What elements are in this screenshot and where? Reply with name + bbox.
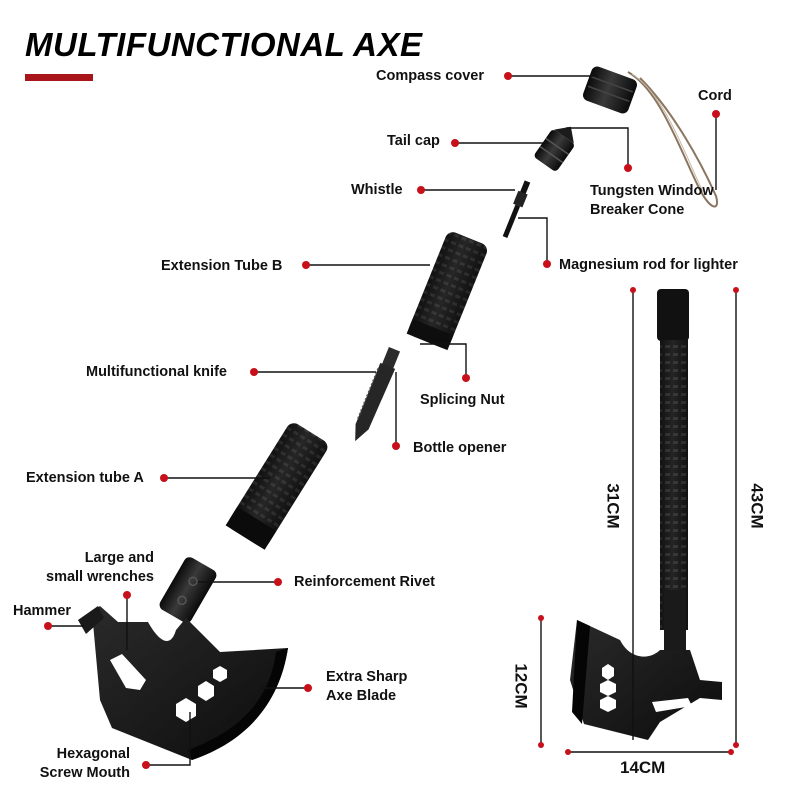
compass-cover-part	[582, 66, 638, 114]
label-bottle-opener: Bottle opener	[413, 440, 507, 456]
assembled-axe	[570, 289, 722, 740]
label-cord: Cord	[698, 88, 732, 104]
label-hammer: Hammer	[13, 603, 72, 619]
exploded-axe-head	[78, 557, 288, 760]
label-extension-tube-a: Extension tube A	[26, 470, 144, 486]
label-hex-screw-mouth: Hexagonal Screw Mouth	[39, 746, 130, 781]
label-tungsten-window-breaker-cone: Tungsten Window Breaker Cone	[590, 183, 714, 218]
label-compass-cover: Compass cover	[376, 68, 484, 84]
label-wrenches: Large and small wrenches	[46, 550, 154, 585]
label-extension-tube-b: Extension Tube B	[161, 258, 283, 274]
label-whistle: Whistle	[351, 182, 403, 198]
cord-part	[627, 71, 718, 208]
label-multifunctional-knife: Multifunctional knife	[86, 364, 227, 380]
label-reinforcement-rivet: Reinforcement Rivet	[294, 574, 436, 590]
dimension-total-length: 43CM	[747, 483, 767, 529]
diagram-title: MULTIFUNCTIONAL AXE	[25, 26, 423, 63]
label-axe-blade: Extra Sharp Axe Blade	[326, 669, 408, 704]
dimension-head-width: 14CM	[620, 758, 666, 777]
dimension-handle-length: 31CM	[603, 483, 623, 529]
label-tail-cap: Tail cap	[387, 133, 440, 149]
label-splicing-nut: Splicing Nut	[420, 392, 505, 408]
title-underline-bar	[25, 74, 93, 81]
label-magnesium-rod: Magnesium rod for lighter	[559, 257, 738, 273]
dimension-head-height: 12CM	[511, 663, 531, 709]
